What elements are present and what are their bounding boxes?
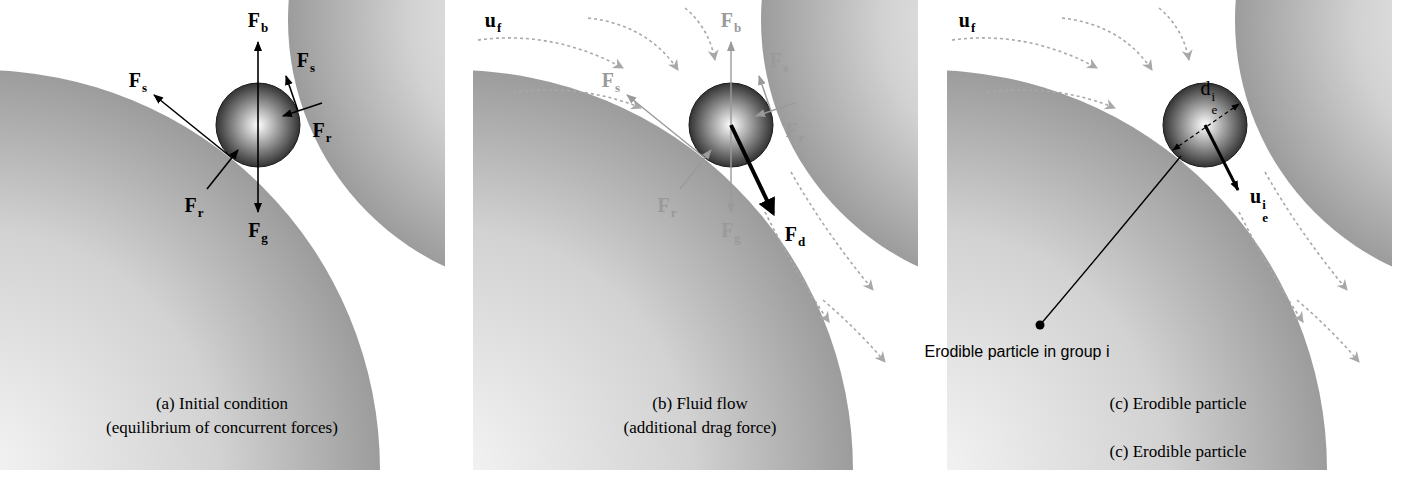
text-part: s bbox=[142, 80, 147, 95]
text-part: i bbox=[1262, 198, 1268, 211]
text-part: s bbox=[615, 80, 620, 95]
reaction-label: Fr bbox=[786, 119, 805, 145]
text-part: b bbox=[261, 20, 268, 35]
reaction-label: Fr bbox=[313, 119, 332, 145]
text-part: g bbox=[734, 230, 741, 245]
buoyancy-label: Fb bbox=[248, 9, 268, 35]
text-part: F bbox=[129, 69, 141, 91]
buoyancy-label: Fb bbox=[721, 9, 741, 35]
text-part: s bbox=[310, 60, 315, 75]
reaction-label: Fr bbox=[658, 194, 677, 220]
diameter-label: die bbox=[1201, 77, 1218, 116]
text-part: u bbox=[1250, 185, 1261, 207]
text-part: f bbox=[971, 20, 975, 35]
text-part: r bbox=[326, 130, 332, 145]
text-part: F bbox=[770, 49, 782, 71]
drag-force-label: Fd bbox=[785, 223, 805, 249]
panel-caption: (b) Fluid flow bbox=[652, 395, 747, 414]
text-part: F bbox=[313, 119, 325, 141]
friction-label: Fs bbox=[129, 69, 147, 95]
text-part: s bbox=[783, 60, 788, 75]
text-part: F bbox=[602, 69, 614, 91]
text-part: d bbox=[1201, 77, 1211, 99]
panel-caption: (c) Erodible particle bbox=[1110, 443, 1247, 462]
text-part: e bbox=[1262, 211, 1268, 224]
panel-caption: (equilibrium of concurrent forces) bbox=[106, 419, 338, 438]
text-part: F bbox=[658, 194, 670, 216]
gravity-label: Fg bbox=[721, 219, 741, 245]
text-part: i bbox=[1212, 90, 1218, 103]
text-part: r bbox=[671, 205, 677, 220]
text-part: u bbox=[485, 9, 496, 31]
text-part: r bbox=[198, 205, 204, 220]
text-part: r bbox=[799, 130, 805, 145]
flow-velocity-label: uf bbox=[485, 9, 501, 35]
callout-note: Erodible particle in group i bbox=[917, 343, 1117, 361]
flow-velocity-label: uf bbox=[959, 9, 975, 35]
text-part: F bbox=[786, 119, 798, 141]
text-part: F bbox=[248, 9, 260, 31]
friction-label: Fs bbox=[602, 69, 620, 95]
reaction-label: Fr bbox=[185, 194, 204, 220]
text-part: g bbox=[261, 230, 268, 245]
text-part: F bbox=[721, 9, 733, 31]
friction-label: Fs bbox=[297, 49, 315, 75]
text-part: F bbox=[248, 219, 260, 241]
panel-caption: (c) Erodible particle bbox=[1110, 395, 1247, 414]
script-stack: ie bbox=[1262, 198, 1268, 224]
text-part: F bbox=[185, 194, 197, 216]
particle-velocity-label: uie bbox=[1250, 185, 1268, 224]
text-part: e bbox=[1212, 103, 1218, 116]
text-part: b bbox=[734, 20, 741, 35]
script-stack: ie bbox=[1212, 90, 1218, 116]
text-part: F bbox=[297, 49, 309, 71]
text-part: F bbox=[721, 219, 733, 241]
text-part: u bbox=[959, 9, 970, 31]
gravity-label: Fg bbox=[248, 219, 268, 245]
text-part: f bbox=[497, 20, 501, 35]
panel-caption: (a) Initial condition bbox=[156, 395, 288, 414]
text-part: d bbox=[798, 234, 805, 249]
text-part: F bbox=[785, 223, 797, 245]
friction-label: Fs bbox=[770, 49, 788, 75]
panel-caption: (additional drag force) bbox=[624, 419, 777, 438]
